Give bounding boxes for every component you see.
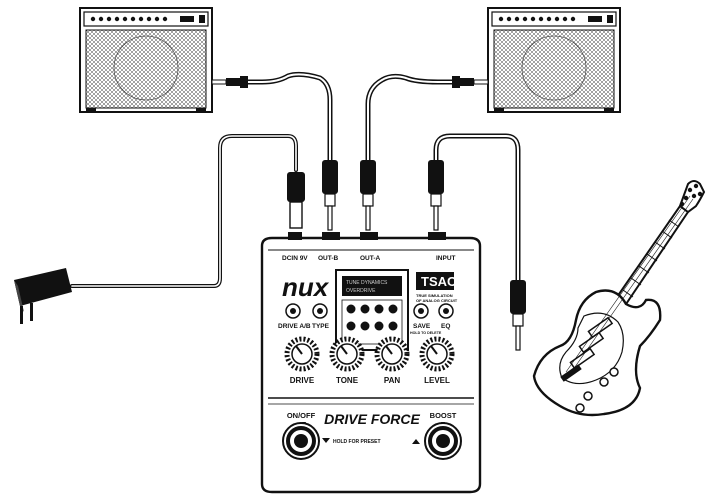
- pedal-plugs: [287, 160, 526, 351]
- on-off-footswitch[interactable]: [282, 422, 320, 460]
- down-arrow-icon: [322, 438, 330, 443]
- power-adapter-icon: [14, 268, 72, 324]
- left-amplifier-icon: [79, 7, 213, 113]
- model-name: DRIVE FORCE: [324, 411, 420, 427]
- eq-label: EQ: [441, 323, 450, 330]
- preset-button[interactable]: [345, 320, 357, 332]
- preset-button[interactable]: [387, 320, 399, 332]
- tsac-text: TSAC: [421, 274, 457, 289]
- cable-out-b: [243, 71, 333, 163]
- up-arrow-icon: [412, 439, 420, 444]
- tone-knob[interactable]: [329, 336, 365, 372]
- cables: [70, 71, 521, 288]
- right-amplifier-icon: [487, 7, 621, 113]
- out-b-label: OUT-B: [318, 255, 339, 262]
- preset-button[interactable]: [387, 303, 399, 315]
- display-line1: TUNE DYNAMICS: [346, 280, 388, 286]
- preset-button[interactable]: [373, 303, 385, 315]
- display-line2: OVERDRIVE: [346, 288, 376, 294]
- preset-button[interactable]: [359, 320, 371, 332]
- tone-knob-label: TONE: [336, 376, 359, 385]
- hold-for-preset: HOLD FOR PRESET: [333, 439, 381, 445]
- nux-logo: nux: [282, 272, 330, 302]
- pan-knob-label: PAN: [384, 376, 401, 385]
- push-buttons: [285, 303, 454, 319]
- pedal-body: [260, 232, 482, 494]
- drive-knob-label: DRIVE: [290, 376, 315, 385]
- boost-footswitch[interactable]: [424, 422, 462, 460]
- pan-knob[interactable]: [374, 336, 410, 372]
- preset-button[interactable]: [373, 320, 385, 332]
- display-panel: TUNE DYNAMICS OVERDRIVE: [335, 269, 409, 351]
- cable-out-a: [365, 73, 457, 163]
- preset-button[interactable]: [359, 303, 371, 315]
- save-label: SAVE: [413, 323, 431, 330]
- type-label: TYPE: [312, 323, 330, 330]
- tsac-line1: TRUE SIMULATION: [416, 293, 453, 298]
- tsac-badge: TSAC TRUE SIMULATION OF ANALOG CIRCUIT: [416, 272, 458, 303]
- dcin-label: DCIN 9V: [282, 255, 308, 262]
- preset-button[interactable]: [345, 303, 357, 315]
- boost-label: BOOST: [430, 411, 457, 420]
- drive-knob[interactable]: [284, 336, 320, 372]
- save-hint: HOLD TO DELETE: [410, 331, 442, 335]
- on-off-label: ON/OFF: [287, 411, 316, 420]
- drive-ab-label: DRIVE A/B: [278, 323, 311, 330]
- electric-guitar-icon: [532, 180, 706, 417]
- level-knob[interactable]: [419, 336, 455, 372]
- level-knob-label: LEVEL: [424, 376, 450, 385]
- cable-plug-icon: [211, 76, 489, 88]
- knobs: [284, 336, 455, 372]
- out-a-label: OUT-A: [360, 255, 381, 262]
- input-label: INPUT: [436, 255, 456, 262]
- tsac-line2: OF ANALOG CIRCUIT: [416, 298, 458, 303]
